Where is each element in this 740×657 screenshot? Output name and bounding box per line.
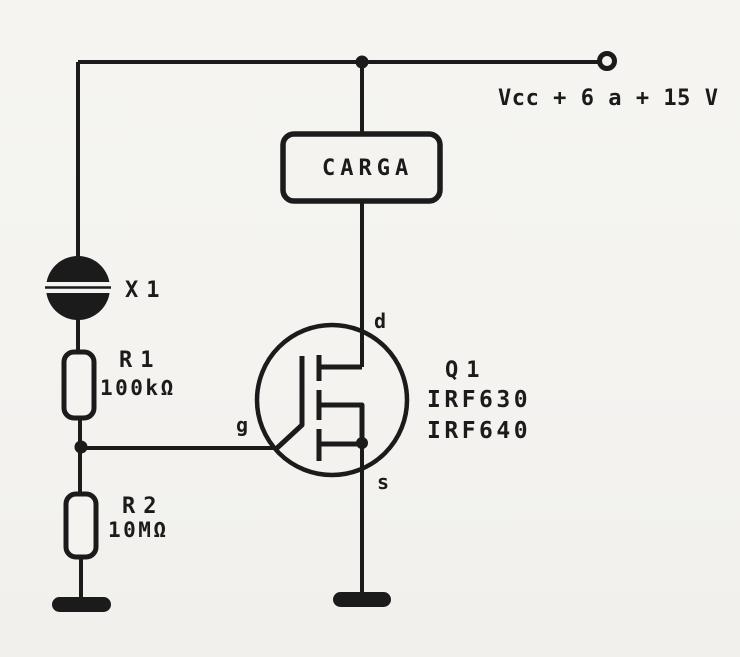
- junction-dot-supply: [355, 55, 369, 69]
- photocell-x1-symbol: [42, 256, 114, 320]
- q1-ref-label: Q1: [445, 358, 488, 383]
- junction-dot-gate-divider: [74, 440, 88, 454]
- r2-ref-label: R2: [122, 494, 165, 519]
- source-pin-label: s: [377, 470, 389, 494]
- drain-pin-label: d: [374, 309, 386, 333]
- mosfet-body-circle: [254, 322, 410, 478]
- gate-pin-label: g: [236, 413, 248, 437]
- mosfet-source-dot: [356, 437, 368, 449]
- ground-symbol-right: [333, 592, 391, 607]
- mosfet-q1-symbol: [254, 322, 410, 478]
- supply-terminal-circle: [597, 51, 617, 71]
- r1-value-label: 100kΩ: [100, 376, 176, 400]
- supply-label: Vcc + 6 a + 15 V: [498, 86, 718, 111]
- r2-value-label: 10MΩ: [108, 518, 169, 542]
- resistor-r2-body: [63, 491, 99, 560]
- ground-symbol-left: [52, 597, 111, 612]
- q1-part1-label: IRF630: [427, 387, 531, 413]
- r1-ref-label: R1: [119, 348, 162, 373]
- x1-ref-label: X1: [125, 278, 168, 303]
- q1-part2-label: IRF640: [427, 418, 531, 444]
- resistor-r1-body: [61, 349, 97, 421]
- load-box-label: CARGA: [322, 156, 413, 181]
- load-box: [280, 131, 443, 204]
- mosfet-gate-electrode: [274, 356, 305, 451]
- mosfet-body-tap: [320, 402, 365, 443]
